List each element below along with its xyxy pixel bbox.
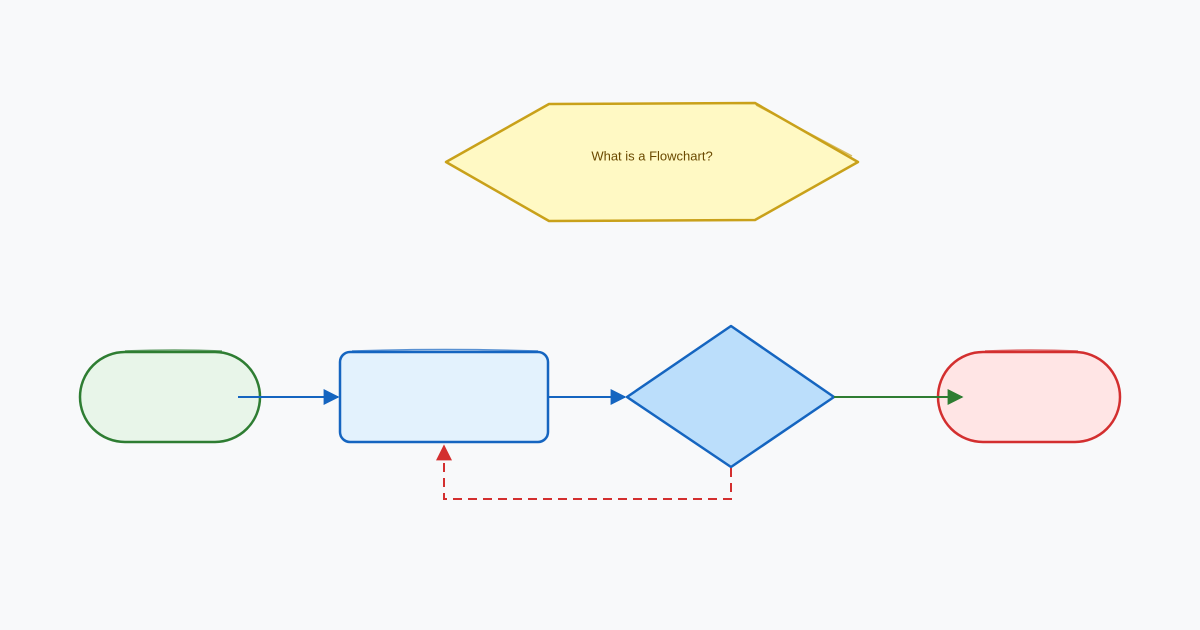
title-node[interactable]: What is a Flowchart? [444,101,860,223]
title-label: What is a Flowchart? [591,148,712,163]
edge-decision-to-process-loop [436,444,732,500]
end-node[interactable] [936,349,1122,444]
decision-node[interactable] [625,324,836,469]
start-node[interactable] [78,349,262,444]
process-node[interactable] [338,348,550,444]
